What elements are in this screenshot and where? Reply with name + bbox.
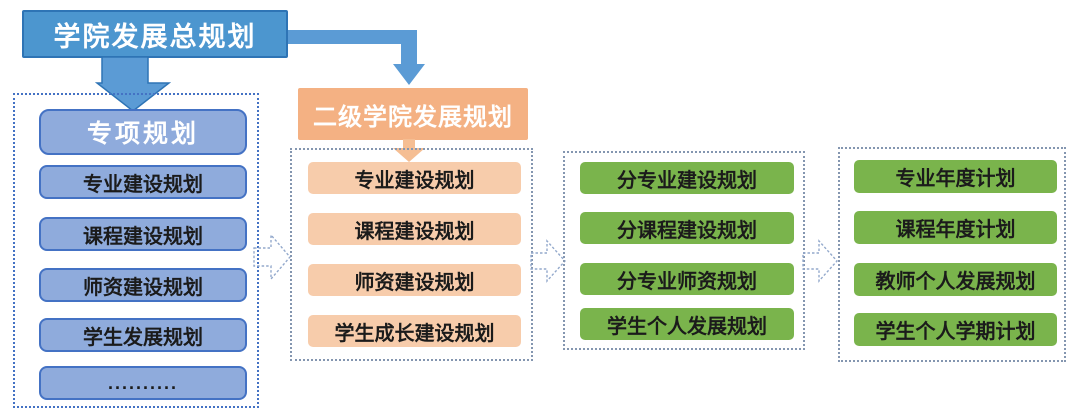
ellipsis-item: .......... <box>39 366 247 400</box>
list-item: 教师个人发展规划 <box>854 263 1057 296</box>
list-item: 师资建设规划 <box>39 268 247 302</box>
group-per-major-plans: 分专业建设规划 分课程建设规划 分专业师资规划 学生个人发展规划 <box>563 151 805 350</box>
list-item: 课程年度计划 <box>854 211 1057 244</box>
list-item: 专业年度计划 <box>854 160 1057 193</box>
list-item: 分课程建设规划 <box>580 212 794 244</box>
special-plans-header-label: 专项规划 <box>86 120 199 148</box>
hollow-arrow-right-icon <box>802 238 838 284</box>
list-item: 师资建设规划 <box>308 264 521 296</box>
hollow-arrow-right-icon <box>253 231 291 283</box>
list-item: 学生个人学期计划 <box>854 313 1057 346</box>
elbow-arrow-icon <box>288 30 428 86</box>
list-item: 学生发展规划 <box>39 318 247 352</box>
list-item: 课程建设规划 <box>39 217 247 251</box>
group-secondary-college-plans: 专业建设规划 课程建设规划 师资建设规划 学生成长建设规划 <box>290 148 533 361</box>
list-item: 分专业建设规划 <box>580 162 794 194</box>
special-plans-header: 专项规划 <box>39 109 247 155</box>
hollow-arrow-right-icon <box>530 238 566 284</box>
list-item: 专业建设规划 <box>308 162 521 194</box>
college-master-plan-box: 学院发展总规划 <box>22 10 288 58</box>
list-item: 专业建设规划 <box>39 165 247 199</box>
list-item: 分专业师资规划 <box>580 263 794 295</box>
list-item: 学生个人发展规划 <box>580 308 794 340</box>
down-arrow-icon <box>95 57 171 111</box>
list-item: 学生成长建设规划 <box>308 315 521 347</box>
group-special-plans: 专项规划 专业建设规划 课程建设规划 师资建设规划 学生发展规划 .......… <box>13 93 259 408</box>
college-master-plan-label: 学院发展总规划 <box>53 21 257 52</box>
group-annual-plans: 专业年度计划 课程年度计划 教师个人发展规划 学生个人学期计划 <box>838 147 1066 362</box>
secondary-college-plan-box: 二级学院发展规划 <box>298 88 528 140</box>
secondary-college-plan-label: 二级学院发展规划 <box>313 103 513 131</box>
orange-down-arrow-icon <box>392 139 426 162</box>
list-item: 课程建设规划 <box>308 213 521 245</box>
